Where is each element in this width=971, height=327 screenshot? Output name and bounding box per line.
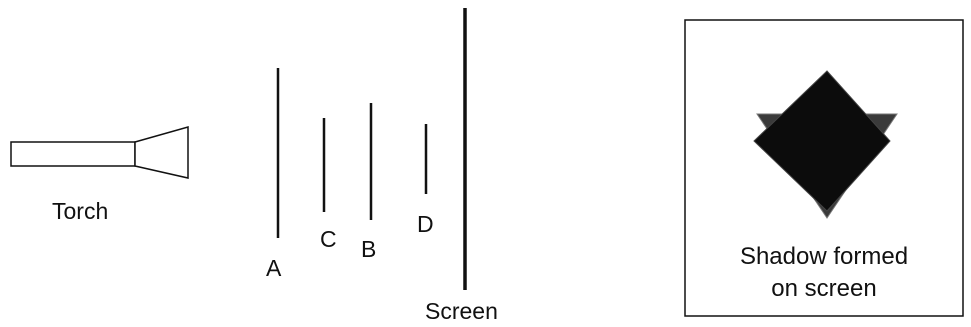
object-b-label: B bbox=[361, 236, 377, 262]
screen-label: Screen bbox=[425, 298, 498, 324]
torch-head bbox=[134, 126, 189, 179]
torch-label: Torch bbox=[52, 198, 109, 224]
shadow-caption-line1: Shadow formed bbox=[739, 243, 909, 270]
diamond-shadow bbox=[753, 70, 891, 212]
torch-handle bbox=[10, 141, 136, 167]
object-d-label: D bbox=[417, 211, 434, 237]
object-c-label: C bbox=[320, 226, 337, 252]
object-a-label: A bbox=[266, 255, 282, 281]
shadow-caption-line2: on screen bbox=[771, 275, 877, 302]
torch-icon bbox=[10, 126, 189, 179]
